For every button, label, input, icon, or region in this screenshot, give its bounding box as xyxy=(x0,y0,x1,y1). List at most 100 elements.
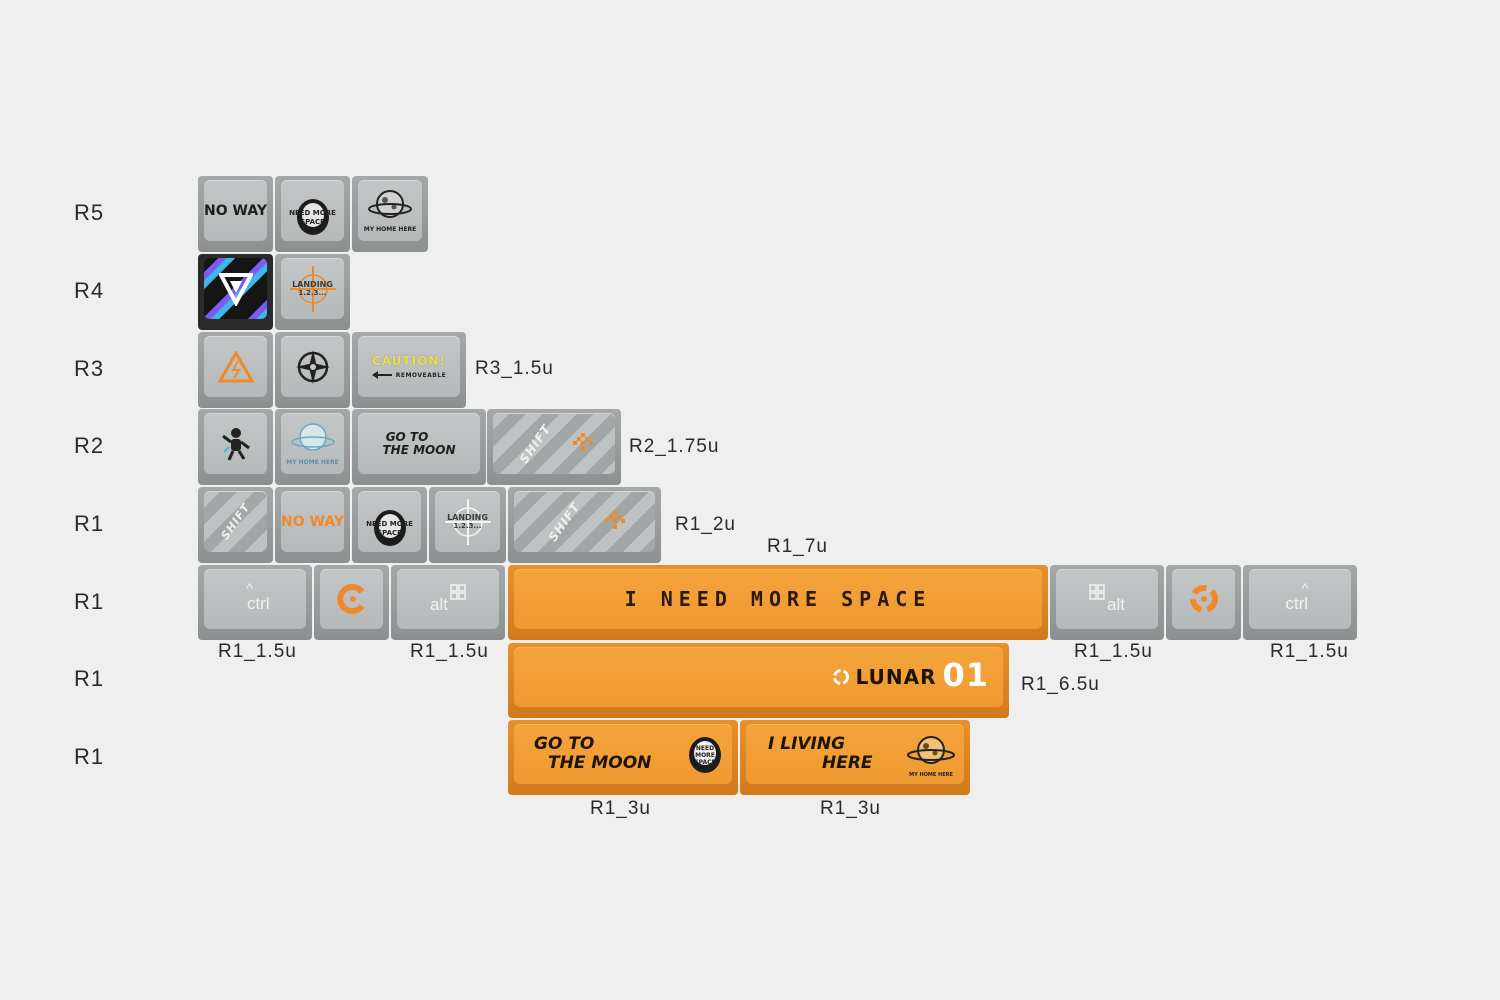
need-more-space-legend: NEED MORE SPACE xyxy=(694,745,716,766)
size-label-r1-3u: R1_3u xyxy=(590,798,651,819)
caution-legend: CAUTION! xyxy=(372,353,446,368)
warning-triangle-icon xyxy=(217,350,254,382)
keycap-shift-175u: SHIFT xyxy=(487,409,621,485)
spacebar-legend: I NEED MORE SPACE xyxy=(624,587,932,611)
keycap-moon-planet: MY HOME HERE xyxy=(352,176,428,252)
alt-legend: alt xyxy=(430,595,448,614)
keycap-spacebar-7u: I NEED MORE SPACE xyxy=(508,565,1048,640)
swirl-logo-icon xyxy=(832,669,849,685)
shift-legend: SHIFT xyxy=(218,500,253,543)
compass-icon xyxy=(295,349,330,384)
keycap-alt-right: alt xyxy=(1050,565,1164,640)
size-label-r1-6.5u: R1_6.5u xyxy=(1021,674,1100,695)
keycap-no-way-orange: NO WAY xyxy=(275,487,350,563)
size-label-r1-1.5u: R1_1.5u xyxy=(410,641,489,662)
ctrl-legend: ctrl^ xyxy=(1285,580,1314,614)
shift-legend: SHIFT xyxy=(545,499,584,544)
the-moon-legend: THE MOON xyxy=(548,753,652,773)
row-label-r2: R2 xyxy=(74,433,105,458)
astronaut-figure-icon xyxy=(221,427,250,461)
keycap-c-logo xyxy=(314,565,389,640)
row-label-r1: R1 xyxy=(74,589,105,614)
landing-count-legend: 1.2.3... xyxy=(298,288,327,297)
crosshair-icon xyxy=(444,498,491,545)
keycap-no-way: NO WAY xyxy=(198,176,273,252)
shift-legend: SHIFT xyxy=(516,421,554,466)
size-label-r1-1.5u: R1_1.5u xyxy=(1270,641,1349,662)
size-label-r1-1.5u: R1_1.5u xyxy=(1074,641,1153,662)
swirl-logo-icon xyxy=(1189,585,1218,613)
alt-legend: alt xyxy=(1107,595,1125,614)
moon-planet-icon xyxy=(907,736,955,764)
keycap-go-to-the-moon: GO TO THE MOON xyxy=(352,409,486,485)
keycap-alt-left: alt xyxy=(391,565,505,640)
keycap-blue-planet: MY HOME HERE xyxy=(275,409,350,485)
here-legend: HERE xyxy=(822,753,873,773)
caret-legend: ^ xyxy=(1302,580,1309,596)
need-more-space-legend: NEED MORE SPACE xyxy=(289,208,336,226)
keycap-i-living-here-3u: I LIVING HERE MY HOME HERE xyxy=(740,720,970,795)
keycap-caution-removeable: CAUTION! REMOVEABLE xyxy=(352,332,466,408)
arrow-left-icon xyxy=(371,371,392,379)
pixel-arrow-icon xyxy=(573,432,594,451)
size-label-r2-1.75u: R2_1.75u xyxy=(629,436,720,457)
my-home-here-legend: MY HOME HERE xyxy=(909,772,953,778)
my-home-here-legend: MY HOME HERE xyxy=(363,226,417,233)
size-label-r1-2u: R1_2u xyxy=(675,514,736,535)
row-label-r1: R1 xyxy=(74,666,105,691)
command-icon xyxy=(1089,584,1105,600)
landing-count-legend: 1.2.3... xyxy=(453,521,482,530)
my-home-here-legend: MY HOME HERE xyxy=(286,459,339,466)
keycap-landing-white: LANDING 1.2.3... xyxy=(429,487,506,563)
removeable-legend: REMOVEABLE xyxy=(395,371,447,379)
keycap-landing: LANDING 1.2.3... xyxy=(275,254,350,330)
astronaut-helmet-icon xyxy=(689,737,721,773)
the-moon-legend: THE MOON xyxy=(382,442,456,457)
astronaut-helmet-icon xyxy=(296,198,329,235)
size-label-r1-7u: R1_7u xyxy=(767,536,828,557)
landing-legend: LANDING xyxy=(447,512,488,522)
row-label-r4: R4 xyxy=(74,278,105,303)
crosshair-icon xyxy=(289,265,336,312)
need-more-space-legend: NEED MORE SPACE xyxy=(366,519,413,537)
keycap-spacebar-6.5u: LUNAR 01 xyxy=(508,643,1009,718)
landing-legend: LANDING xyxy=(292,279,333,289)
keycap-astronaut-helmet: NEED MORE SPACE xyxy=(352,487,427,563)
keycap-floating-astronaut xyxy=(198,409,273,485)
size-label-r1-3u: R1_3u xyxy=(820,798,881,819)
i-living-legend: I LIVING xyxy=(768,734,846,754)
lunar-number-legend: 01 xyxy=(942,656,989,694)
size-label-r1-1.5u: R1_1.5u xyxy=(218,641,297,662)
keycap-compass xyxy=(275,332,350,408)
moon-planet-icon xyxy=(368,190,412,218)
ctrl-text: ctrl xyxy=(246,594,270,613)
keycap-astronaut-helmet: NEED MORE SPACE xyxy=(275,176,350,252)
lunar-legend: LUNAR xyxy=(855,665,937,689)
caret-legend: ^ xyxy=(246,580,253,596)
row-label-r3: R3 xyxy=(74,356,105,381)
size-label-r3-1.5u: R3_1.5u xyxy=(475,358,554,379)
keycap-go-to-the-moon-3u: GO TO THE MOON NEED MORE SPACE xyxy=(508,720,738,795)
go-to-legend: GO TO xyxy=(385,429,429,444)
keycap-holographic-logo xyxy=(198,254,273,330)
no-way-legend: NO WAY xyxy=(281,513,344,530)
pixel-arrow-icon xyxy=(604,510,625,529)
c-logo-icon xyxy=(336,584,364,614)
row-label-r5: R5 xyxy=(74,200,105,225)
keycap-orange-swirl xyxy=(1166,565,1241,640)
keycap-shift-1u: SHIFT xyxy=(198,487,273,563)
astronaut-helmet-icon xyxy=(373,509,406,546)
keycap-ctrl-left: ^ctrl xyxy=(198,565,312,640)
keycap-warning xyxy=(198,332,273,408)
row-label-r1: R1 xyxy=(74,511,105,536)
triangle-logo-icon xyxy=(218,272,253,306)
blue-planet-icon xyxy=(290,423,335,451)
ctrl-text: ctrl xyxy=(1285,594,1309,613)
command-icon xyxy=(450,584,466,600)
keycap-shift-2u: SHIFT xyxy=(508,487,661,563)
no-way-legend: NO WAY xyxy=(204,202,267,219)
keycap-ctrl-right: ctrl^ xyxy=(1243,565,1357,640)
row-label-r1: R1 xyxy=(74,744,105,769)
ctrl-legend: ^ctrl xyxy=(240,580,270,614)
go-to-legend: GO TO xyxy=(534,734,595,754)
